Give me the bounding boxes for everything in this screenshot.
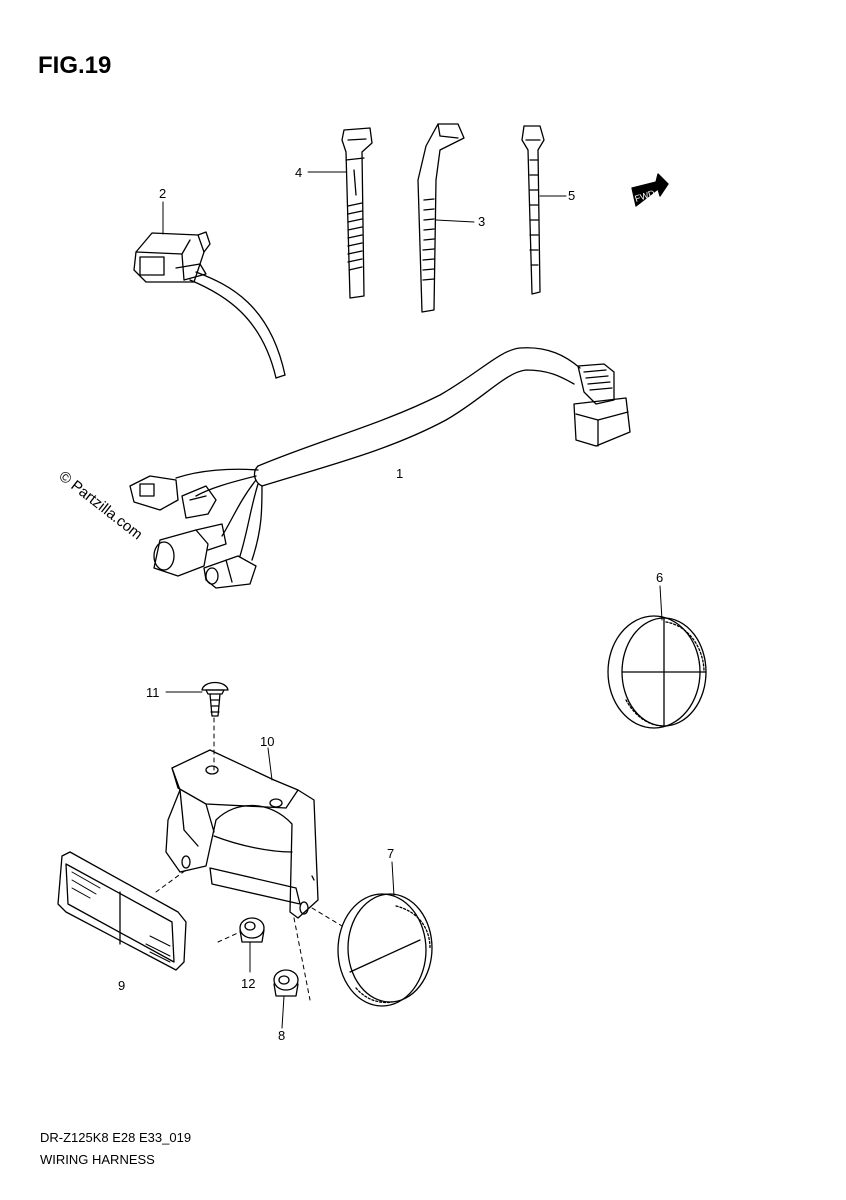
part-2-connector [133, 231, 286, 379]
callout-11: 11 [146, 685, 160, 700]
part-5-cable-tie [521, 125, 545, 295]
callout-5: 5 [568, 188, 575, 203]
callout-2: 2 [159, 186, 166, 201]
part-9-reflector [57, 851, 187, 971]
callout-3: 3 [478, 214, 485, 229]
callout-12: 12 [241, 976, 255, 991]
callout-10: 10 [260, 734, 274, 749]
part-3-cable-tie [417, 123, 465, 313]
part-4-cable-tie [341, 127, 373, 299]
part-6-reflector [607, 615, 707, 729]
figure-title: FIG.19 [38, 52, 112, 79]
part-7-reflector [337, 893, 433, 1007]
callout-6: 6 [656, 570, 663, 585]
callout-1: 1 [396, 466, 403, 481]
diagram-name: WIRING HARNESS [40, 1152, 155, 1167]
diagram-code: DR-Z125K8 E28 E33_019 [40, 1130, 192, 1145]
fwd-arrow-icon: FWD [631, 173, 669, 207]
callout-8: 8 [278, 1028, 285, 1043]
callout-4: 4 [295, 165, 302, 180]
leader-lines [162, 171, 663, 1029]
part-1-wiring-harness [129, 347, 631, 589]
part-12-grommet [239, 917, 265, 943]
callouts: 1 2 3 4 5 6 7 8 9 10 11 12 [118, 165, 663, 1043]
watermark: © Partzilla.com [56, 468, 146, 544]
callout-9: 9 [118, 978, 125, 993]
part-10-bracket [165, 749, 319, 919]
assembly-lines [155, 717, 343, 1001]
callout-7: 7 [387, 846, 394, 861]
part-8-nut [273, 969, 299, 997]
part-11-screw [201, 681, 229, 717]
